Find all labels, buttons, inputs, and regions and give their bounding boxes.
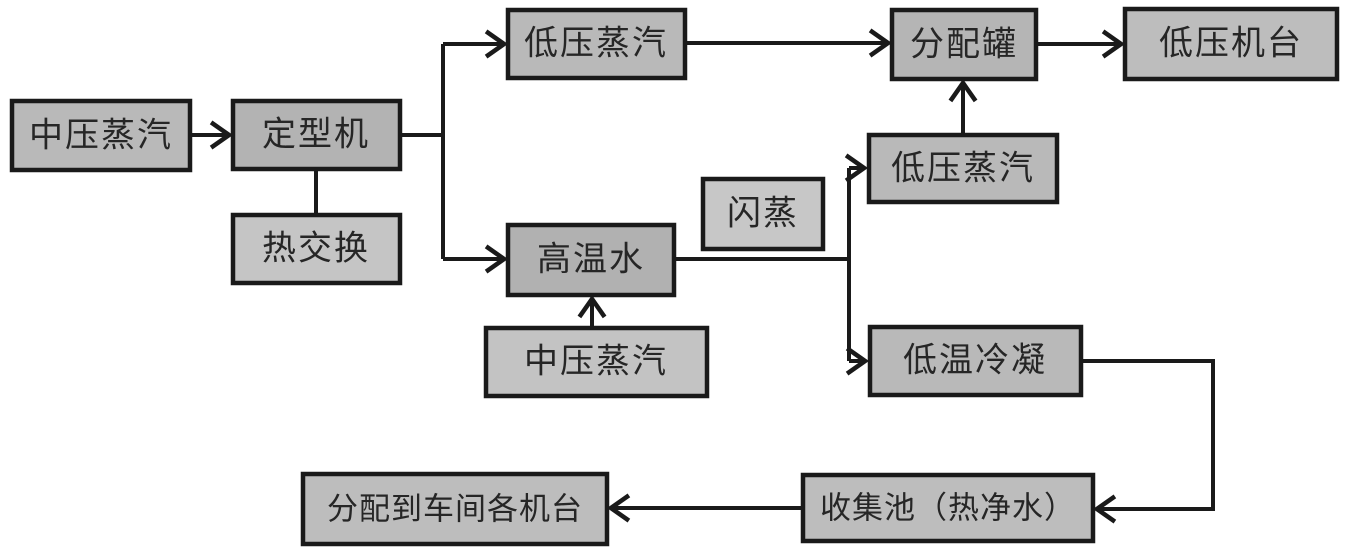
node-box-distribute-to-machines	[300, 471, 610, 547]
node-distribute-to-machines: 分配到车间各机台	[300, 471, 610, 547]
node-collection-pool: 收集池（热净水）	[800, 472, 1096, 544]
edges-layer	[190, 28, 1215, 524]
node-heat-exchange: 热交换	[230, 212, 403, 286]
node-low-temp-condensate: 低温冷凝	[867, 324, 1084, 398]
node-low-pressure-machines: 低压机台	[1122, 6, 1340, 82]
node-medium-pressure-steam-1: 中压蒸汽	[9, 98, 193, 173]
node-label-low-pressure-steam-mid: 低压蒸汽	[891, 150, 1035, 188]
node-box-collection-pool	[800, 472, 1096, 544]
node-label-low-temp-condensate: 低温冷凝	[903, 342, 1047, 380]
edge-lt-condensate-to-collection-pool	[1081, 359, 1215, 524]
node-box-distribution-tank	[889, 7, 1039, 82]
node-label-medium-pressure-steam-1: 中压蒸汽	[29, 117, 173, 155]
node-medium-pressure-steam-2: 中压蒸汽	[483, 325, 710, 399]
node-label-setting-machine: 定型机	[262, 116, 370, 154]
nodes-layer: 中压蒸汽 定型机 热交换 低压蒸汽 分配罐 低压机台	[9, 6, 1340, 547]
node-high-temp-water: 高温水	[505, 222, 677, 298]
node-label-flash-evaporation: 闪蒸	[727, 195, 799, 233]
node-label-distribute-to-machines: 分配到车间各机台	[327, 492, 583, 527]
node-box-low-pressure-steam-top	[505, 7, 688, 81]
node-setting-machine: 定型机	[230, 98, 403, 172]
node-box-flash-evaporation	[700, 176, 826, 252]
node-box-medium-pressure-steam-2	[483, 325, 710, 399]
node-distribution-tank: 分配罐	[889, 7, 1039, 82]
node-flash-evaporation: 闪蒸	[700, 176, 826, 252]
node-label-medium-pressure-steam-2: 中压蒸汽	[524, 343, 668, 381]
node-box-high-temp-water	[505, 222, 677, 298]
node-label-low-pressure-machines: 低压机台	[1159, 25, 1303, 63]
node-box-medium-pressure-steam-1	[9, 98, 193, 173]
node-label-high-temp-water: 高温水	[537, 241, 645, 279]
node-box-low-pressure-steam-mid	[866, 132, 1060, 205]
node-box-low-temp-condensate	[867, 324, 1084, 398]
node-box-setting-machine	[230, 98, 403, 172]
node-label-heat-exchange: 热交换	[262, 230, 370, 268]
node-low-pressure-steam-mid: 低压蒸汽	[866, 132, 1060, 205]
node-box-low-pressure-machines	[1122, 6, 1340, 82]
node-label-collection-pool: 收集池（热净水）	[820, 491, 1076, 526]
node-label-distribution-tank: 分配罐	[910, 26, 1018, 64]
node-low-pressure-steam-top: 低压蒸汽	[505, 7, 688, 81]
node-box-heat-exchange	[230, 212, 403, 286]
node-label-low-pressure-steam-top: 低压蒸汽	[524, 25, 668, 63]
